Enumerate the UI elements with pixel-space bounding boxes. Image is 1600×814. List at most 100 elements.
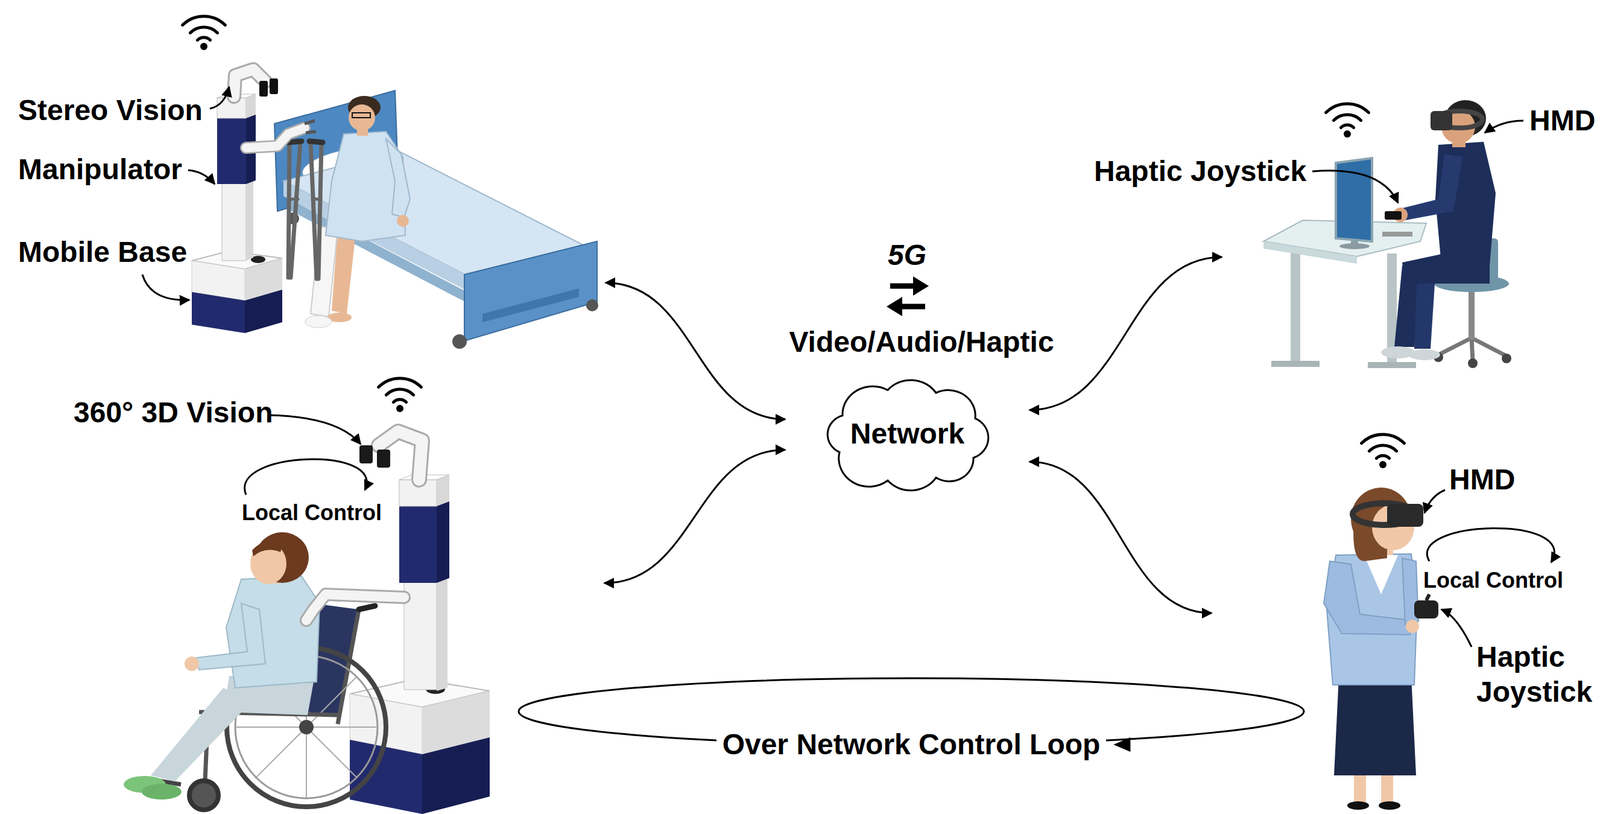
patient xyxy=(196,603,266,670)
cloud-outline xyxy=(827,379,989,491)
leader-line xyxy=(209,86,230,109)
robot xyxy=(246,127,305,148)
network-link xyxy=(604,449,786,583)
bed xyxy=(482,288,579,323)
operator xyxy=(1323,487,1439,810)
operator xyxy=(1387,503,1424,527)
chair xyxy=(1471,337,1507,356)
doctor xyxy=(1381,100,1496,361)
robot xyxy=(376,449,391,468)
wifi-icon xyxy=(378,378,422,412)
robot xyxy=(246,127,305,148)
callout-label: HMD xyxy=(1449,461,1515,497)
callout-label: Local Control xyxy=(241,499,382,526)
wifi-icon xyxy=(182,16,1405,468)
patient xyxy=(141,783,182,800)
crutches xyxy=(318,143,322,279)
robot xyxy=(422,736,490,814)
robot xyxy=(436,577,448,691)
network-label: 5G xyxy=(887,237,927,273)
chair xyxy=(1467,358,1478,368)
crutches xyxy=(313,197,321,201)
desk xyxy=(1367,361,1417,368)
operator xyxy=(1381,771,1394,803)
network-link xyxy=(605,282,786,420)
robot xyxy=(359,445,373,464)
chair xyxy=(1438,337,1472,355)
patient xyxy=(396,214,409,227)
leader-line xyxy=(1424,489,1446,513)
operator xyxy=(1378,800,1401,810)
chair xyxy=(1468,286,1475,340)
scene-group: Stereo VisionManipulatorMobile Base xyxy=(15,20,604,341)
network-link xyxy=(1029,256,1222,410)
leader-line xyxy=(1441,609,1472,647)
local-loop xyxy=(244,458,368,495)
crutches xyxy=(310,142,317,279)
patient xyxy=(123,531,320,800)
manipulator-arm xyxy=(306,594,405,620)
robot xyxy=(244,289,283,333)
patient xyxy=(305,315,332,328)
stream-label: Video/Audio/Haptic xyxy=(788,324,1054,360)
operator xyxy=(1364,554,1398,595)
double-arrow-icon xyxy=(898,303,926,310)
wheelchair xyxy=(299,719,314,734)
crutches xyxy=(288,141,323,279)
patient xyxy=(305,95,411,328)
local-loop xyxy=(1426,527,1555,563)
leader-line xyxy=(1484,120,1524,133)
desk xyxy=(1263,158,1427,368)
callout-label: Stereo Vision xyxy=(18,92,203,128)
robot xyxy=(246,177,254,261)
crutches xyxy=(290,142,301,278)
robot xyxy=(246,94,256,119)
network-link xyxy=(1029,461,1212,613)
patient xyxy=(348,104,376,131)
robot xyxy=(304,120,317,133)
chair xyxy=(1501,353,1512,364)
bed xyxy=(274,90,599,349)
operator xyxy=(1353,771,1367,803)
double-arrow-icon xyxy=(913,276,929,296)
patient xyxy=(385,138,411,218)
doctor xyxy=(1408,349,1441,361)
patient xyxy=(352,112,371,118)
desk xyxy=(1382,231,1413,237)
double-arrow-icon xyxy=(886,276,929,317)
network-link xyxy=(604,449,786,583)
network-link xyxy=(1029,256,1222,410)
leader-line xyxy=(188,170,215,184)
network-link xyxy=(605,282,786,420)
network-cloud: Network xyxy=(815,367,1000,500)
callout-label: Mobile Base xyxy=(18,234,187,270)
wifi-icon xyxy=(1361,434,1405,468)
doctor xyxy=(1402,153,1463,221)
robot xyxy=(399,505,437,583)
loop-label: Over Network Control Loop xyxy=(716,726,1107,762)
chair xyxy=(1471,337,1473,361)
doctor xyxy=(1384,211,1402,220)
robot xyxy=(269,78,279,95)
robot xyxy=(436,500,450,583)
wheelchair xyxy=(358,605,376,610)
patient xyxy=(252,540,284,557)
crutches xyxy=(309,141,323,143)
callout-label: Manipulator xyxy=(18,151,183,187)
operator xyxy=(1405,619,1420,633)
scene-group: Haptic JoystickHMD xyxy=(1224,86,1596,373)
patient xyxy=(184,656,200,671)
scene-group: 360° 3D VisionLocal Control xyxy=(60,382,602,809)
leader-line xyxy=(267,414,361,444)
patient xyxy=(226,575,320,688)
callout-label: HMD xyxy=(1529,103,1596,139)
manipulator-arm xyxy=(306,594,405,620)
leader-line xyxy=(142,86,1524,647)
operator xyxy=(1414,600,1439,619)
network-link xyxy=(1029,461,1212,613)
operator xyxy=(1426,594,1430,601)
operator xyxy=(1323,560,1412,635)
operator xyxy=(1347,800,1370,810)
desk xyxy=(1271,360,1320,367)
